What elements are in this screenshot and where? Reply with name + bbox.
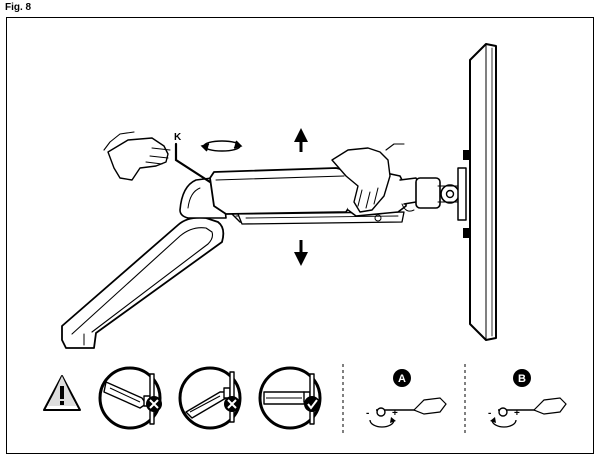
key-label: K xyxy=(174,132,182,143)
monitor-arm-assembly xyxy=(61,43,497,349)
adjust-knob-icon xyxy=(376,407,386,417)
badge-b xyxy=(513,369,531,387)
knob-b-minus: - xyxy=(488,408,491,419)
monitor xyxy=(469,43,497,341)
knob-b-plus: + xyxy=(514,408,520,419)
knob-a-plus: + xyxy=(392,408,398,419)
rotate-arrows-icon xyxy=(200,140,243,152)
panel-b: B - + xyxy=(488,369,567,428)
correct-position xyxy=(258,366,322,430)
rotate-clockwise-icon xyxy=(369,419,395,428)
check-icon xyxy=(304,396,320,412)
badge-b-label: B xyxy=(518,373,526,385)
rotate-counterclockwise-icon xyxy=(491,419,517,428)
adjust-knob-icon xyxy=(498,407,508,417)
cross-icon xyxy=(146,396,162,412)
figure-label: Fig. 8 xyxy=(5,2,32,13)
allen-key-icon xyxy=(174,142,212,184)
badge-a-label: A xyxy=(398,373,406,385)
badge-a xyxy=(393,369,411,387)
knob-a-minus: - xyxy=(366,408,369,419)
panel-a: A - + xyxy=(366,369,447,428)
wrong-position-1 xyxy=(98,366,162,430)
hand-with-key xyxy=(103,131,171,181)
arrow-up-icon xyxy=(294,128,308,152)
wrong-position-2 xyxy=(178,366,242,430)
vesa-plate xyxy=(457,150,471,238)
warning-triangle-icon xyxy=(43,375,81,411)
cross-icon xyxy=(224,396,240,412)
arrow-down-icon xyxy=(294,240,308,266)
lower-arm xyxy=(61,216,225,349)
figure-frame xyxy=(6,17,594,454)
hand-on-arm xyxy=(331,143,405,213)
